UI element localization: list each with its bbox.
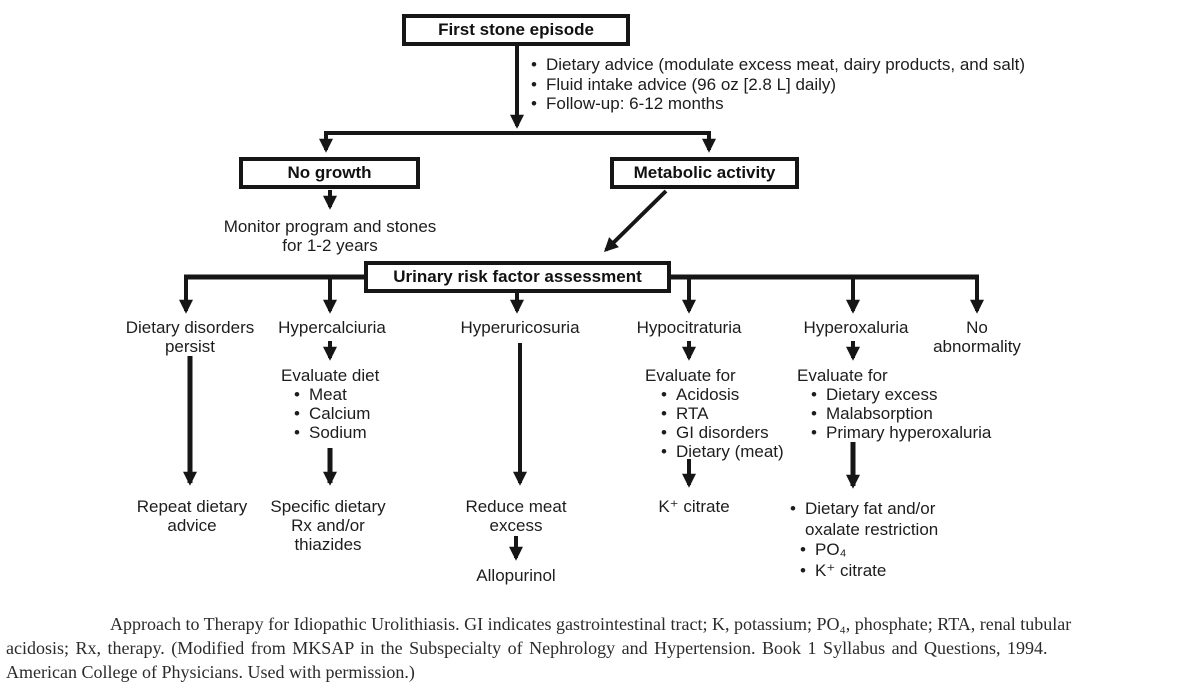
col5-eval-list: Dietary excess Malabsorption Primary hyp…: [811, 385, 991, 442]
col5-result-item: K⁺ citrate: [800, 561, 938, 582]
advice-item: Follow-up: 6-12 months: [531, 94, 1025, 114]
col3-result: Reduce meat excess: [465, 497, 566, 535]
col3-label: Hyperuricosuria: [460, 318, 580, 337]
col1-label-line: Dietary disorders: [125, 318, 255, 337]
advice-item: Dietary advice (modulate excess meat, da…: [531, 55, 1025, 75]
metabolic-activity-box: Metabolic activity: [610, 157, 799, 189]
first-episode-advice-list: Dietary advice (modulate excess meat, da…: [531, 55, 1025, 114]
no-growth-box: No growth: [239, 157, 420, 189]
col5-result-list: Dietary fat and/or oxalate restriction P…: [790, 499, 938, 581]
col6-label-line: abnormality: [933, 337, 1021, 356]
advice-item: Fluid intake advice (96 oz [2.8 L] daily…: [531, 75, 1025, 95]
col5-eval-item: Malabsorption: [811, 404, 991, 423]
monitor-note-line: for 1-2 years: [282, 236, 378, 255]
col6-label-line: No: [966, 318, 988, 337]
col1-label: Dietary disorders persist: [126, 318, 255, 356]
first-stone-episode-box: First stone episode: [402, 14, 630, 46]
col2-eval-list: Meat Calcium Sodium: [294, 385, 370, 442]
col2-result: Specific dietary Rx and/or thiazides: [270, 497, 385, 554]
monitor-note: Monitor program and stones for 1-2 years: [224, 217, 437, 255]
col3-result-line: Reduce meat: [465, 497, 567, 516]
col2-result-line: thiazides: [294, 535, 362, 554]
arrow-metabolic-to-assessment: [604, 189, 668, 252]
col2-label: Hypercalciuria: [278, 318, 386, 337]
urinary-risk-assessment-box: Urinary risk factor assessment: [364, 261, 671, 293]
col1-result-line: Repeat dietary: [136, 497, 248, 516]
col5-result-item: Dietary fat and/or: [790, 499, 938, 520]
col4-eval-list: Acidosis RTA GI disorders Dietary (meat): [661, 385, 784, 461]
col4-eval-item: RTA: [661, 404, 784, 423]
col2-result-line: Rx and/or: [291, 516, 365, 535]
col4-eval-item: Dietary (meat): [661, 442, 784, 461]
caption-line-3: American College of Physicians. Used wit…: [6, 662, 415, 682]
col2-eval-title: Evaluate diet: [281, 366, 380, 385]
col5-label: Hyperoxaluria: [803, 318, 909, 337]
col5-eval-title: Evaluate for: [797, 366, 888, 385]
col1-result-line: advice: [167, 516, 217, 535]
col2-eval-item: Sodium: [294, 423, 370, 442]
col5-result-item-continuation: oxalate restriction: [805, 519, 939, 539]
col1-result: Repeat dietary advice: [137, 497, 248, 535]
col4-result: K⁺ citrate: [658, 497, 730, 516]
monitor-note-line: Monitor program and stones: [223, 217, 437, 236]
col4-eval-title: Evaluate for: [645, 366, 736, 385]
col4-label: Hypocitraturia: [636, 318, 742, 337]
col5-eval-item: Dietary excess: [811, 385, 991, 404]
col2-eval-item: Calcium: [294, 404, 370, 423]
col2-eval-item: Meat: [294, 385, 370, 404]
col3-result-line: excess: [489, 516, 543, 535]
col5-eval-item: Primary hyperoxaluria: [811, 423, 991, 442]
caption-line-1: Approach to Therapy for Idiopathic Uroli…: [110, 614, 1072, 634]
col4-eval-item: GI disorders: [661, 423, 784, 442]
col6-label: No abnormality: [933, 318, 1021, 356]
caption-line-2: acidosis; Rx, therapy. (Modified from MK…: [6, 638, 1048, 658]
col1-label-line: persist: [164, 337, 216, 356]
col5-result-item: PO₄: [800, 540, 938, 561]
col4-eval-item: Acidosis: [661, 385, 784, 404]
col2-result-line: Specific dietary: [270, 497, 386, 516]
col3-final: Allopurinol: [476, 566, 556, 585]
